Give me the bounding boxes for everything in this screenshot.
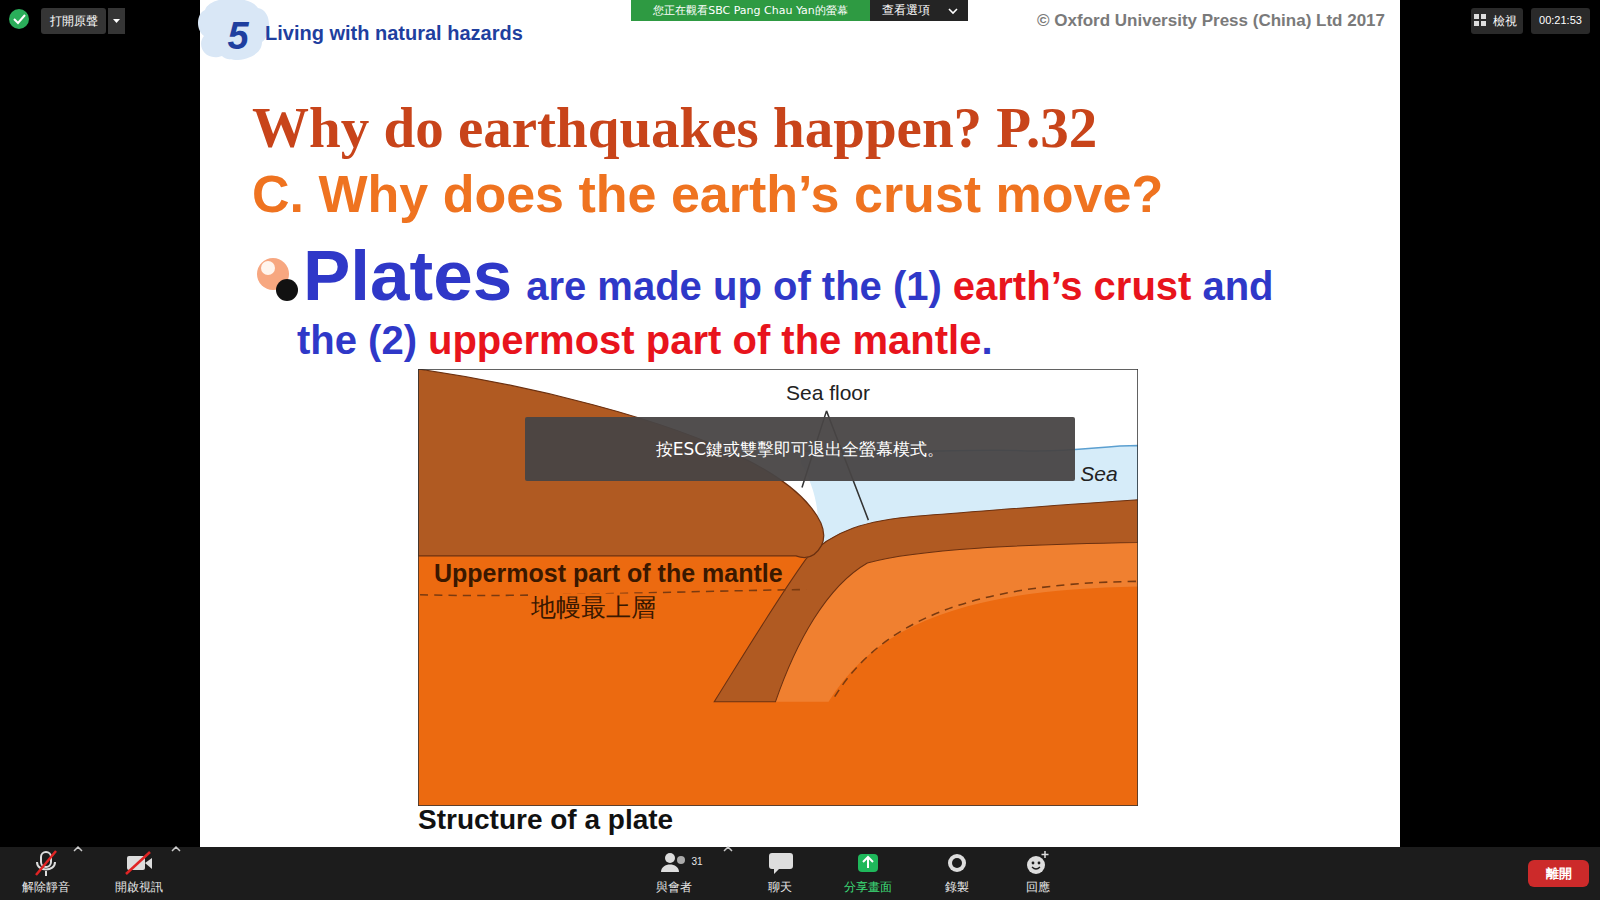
- toolbar-label: 分享畫面: [844, 881, 892, 893]
- reaction-icon: [1038, 862, 1041, 865]
- record-icon: [952, 858, 962, 868]
- toolbar-label-holder: 分享畫面: [844, 877, 892, 895]
- meeting-timer: 00:21:53: [1531, 8, 1590, 34]
- view-options-button: 查看選項: [870, 0, 968, 21]
- toolbar-label-holder: 開啟視訊: [115, 877, 163, 895]
- bullet-dot: [276, 279, 298, 301]
- highlight-term: earth’s crust: [953, 266, 1192, 306]
- security-check: [14, 15, 25, 23]
- chapter-title-holder: Living with natural hazards: [265, 23, 523, 44]
- figure-caption: Structure of a plate: [418, 806, 673, 834]
- chapter-number-holder: 5: [227, 17, 248, 55]
- audio-button-text: 打開原聲: [50, 14, 98, 28]
- toolbar-label: 與會者: [656, 881, 692, 893]
- slide-title: Why do earthquakes happen? P.32: [252, 99, 1097, 156]
- leave-button: 離開: [1528, 860, 1589, 887]
- share-icon: [863, 857, 873, 868]
- toolbar-label-holder: 與會者: [656, 877, 692, 895]
- bullet-dot: [261, 261, 275, 275]
- meeting-timer-text: 00:21:53: [1539, 14, 1582, 27]
- diagram-label: Sea floor: [786, 382, 870, 403]
- view-options-button-text: 查看選項: [882, 3, 930, 17]
- dropdown-box: [108, 8, 125, 34]
- options-chevron: [949, 9, 957, 13]
- diagram-frame: [418, 369, 1138, 806]
- audio-button: 打開原聲: [41, 8, 106, 34]
- participants-icon: [665, 853, 675, 863]
- section-heading-holder: C. Why does the earth’s crust move?: [252, 168, 1163, 220]
- fullscreen-notice-text: 按ESC鍵或雙擊即可退出全螢幕模式。: [656, 439, 944, 459]
- toolbar-label: 開啟視訊: [115, 881, 163, 893]
- view-grid-icon: [1481, 14, 1486, 19]
- view-grid-icon: [1474, 14, 1486, 26]
- diagram-label: Uppermost part of the mantle: [431, 560, 786, 587]
- toolbar-label: 回應: [1026, 881, 1050, 893]
- diagram-label: 地幔最上層: [528, 594, 659, 621]
- chapter-cloud: [198, 0, 269, 60]
- toolbar-label: 聊天: [768, 881, 792, 893]
- view-grid-icon: [1474, 21, 1479, 26]
- diagram-label: Sea: [1080, 463, 1117, 484]
- reaction-icon: [1032, 862, 1035, 865]
- reaction-icon: [1027, 856, 1045, 874]
- sentence-text: and: [1202, 266, 1273, 306]
- toolbar-label-holder: 錄製: [945, 877, 969, 895]
- toolbar-label-holder: 回應: [1026, 877, 1050, 895]
- view-button-text: 檢視: [1493, 14, 1517, 28]
- chapter-title: Living with natural hazards: [265, 23, 523, 43]
- chat-icon: [769, 853, 793, 874]
- sentence-text: .: [981, 320, 992, 360]
- highlight-term: uppermost part of the mantle: [428, 320, 981, 360]
- share-icon: [858, 854, 878, 872]
- diagram-label-holder: Sea floor: [786, 382, 870, 404]
- diagram-label-holder: Sea: [1080, 463, 1117, 485]
- sentence-text: are made up of the (1): [526, 266, 942, 306]
- toolbar-label: 解除靜音: [22, 881, 70, 893]
- record-icon: [948, 854, 966, 872]
- copyright-note-holder: © Oxford University Press (China) Ltd 20…: [1037, 12, 1385, 30]
- view-grid-icon: [1474, 14, 1479, 19]
- sharing-banner-text: 您正在觀看SBC Pang Chau Yan的螢幕: [653, 4, 848, 17]
- sharing-banner: 您正在觀看SBC Pang Chau Yan的螢幕: [631, 0, 870, 21]
- participant-count-holder: 31: [691, 851, 702, 869]
- slide-title-holder: Why do earthquakes happen? P.32: [252, 99, 1097, 156]
- section-heading: C. Why does the earth’s crust move?: [252, 168, 1163, 220]
- mute-slash: [36, 851, 56, 875]
- toolbar-caret: [74, 847, 732, 851]
- participants-icon: [661, 865, 679, 873]
- toolbar-label: 錄製: [945, 881, 969, 893]
- key-term: Plates: [303, 240, 512, 311]
- chapter-number: 5: [227, 17, 248, 55]
- camera-icon: [145, 858, 152, 869]
- reaction-plus: [1042, 851, 1049, 858]
- participants-icon: [677, 856, 685, 864]
- security-shield: [9, 9, 29, 29]
- diagram-label-holder: Uppermost part of the mantle: [431, 560, 786, 587]
- diagram-ground: [418, 369, 1138, 806]
- diagram-label-holder: 地幔最上層: [528, 594, 659, 621]
- sentence-text: the (2): [297, 320, 417, 360]
- reaction-icon: [1032, 852, 1048, 869]
- sentence-row: Plates are made up of the (1) earth’s crus…: [303, 240, 1274, 311]
- toolbar-label-holder: 聊天: [768, 877, 792, 895]
- sentence-row: the (2) uppermost part of the mantle.: [297, 320, 993, 360]
- options-chevron: [948, 6, 958, 16]
- video-slash: [126, 852, 150, 874]
- view-grid-icon: [1481, 21, 1486, 26]
- lithosphere-boundary: [832, 581, 1136, 701]
- copyright-note: © Oxford University Press (China) Ltd 20…: [1037, 12, 1385, 29]
- toolbar-bar: [0, 847, 1600, 900]
- toolbar-label-holder: 解除靜音: [22, 877, 70, 895]
- leave-button-text: 離開: [1546, 866, 1572, 882]
- participant-count: 31: [691, 857, 702, 867]
- fullscreen-notice: 按ESC鍵或雙擊即可退出全螢幕模式。: [525, 417, 1075, 481]
- dropdown-triangle: [113, 19, 120, 23]
- figure-caption-holder: Structure of a plate: [418, 806, 673, 834]
